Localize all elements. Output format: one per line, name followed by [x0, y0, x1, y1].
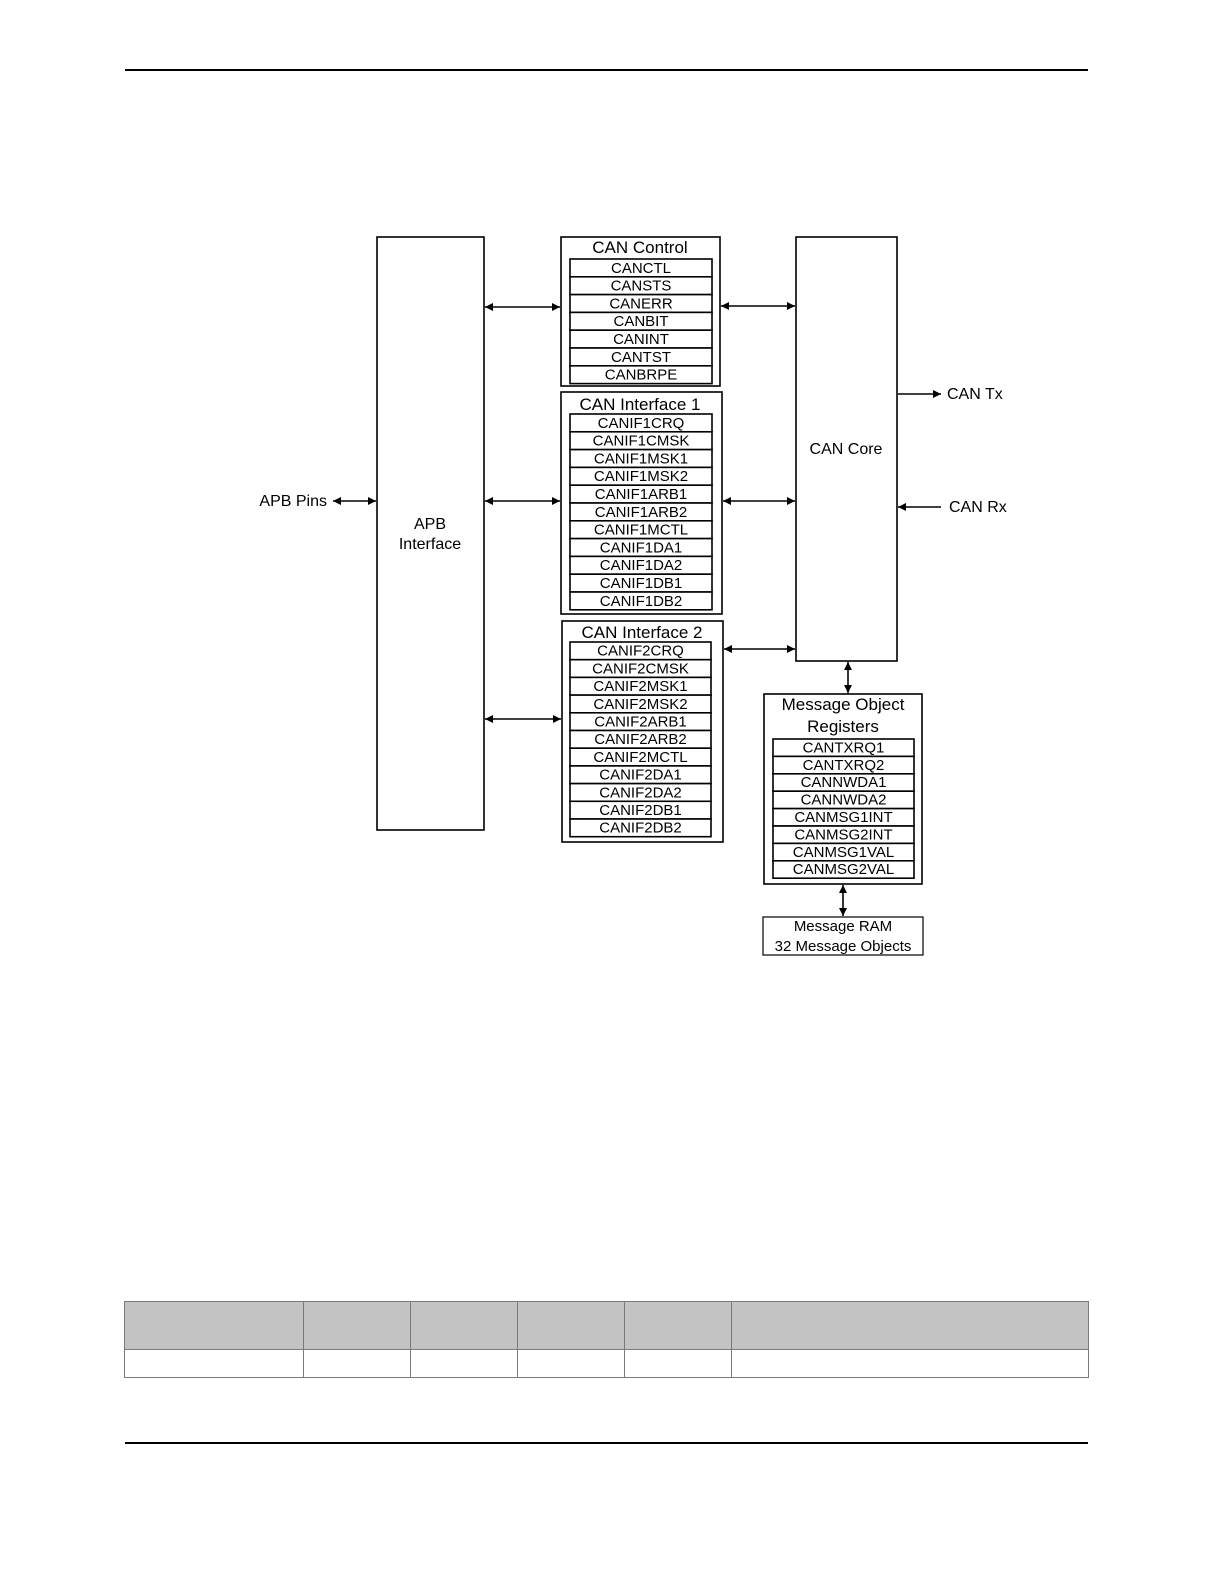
register-label: CANMSG2VAL	[793, 861, 894, 878]
register-label: CANIF1CRQ	[598, 415, 685, 432]
register-cell	[772, 859, 915, 879]
apb-interface-block	[376, 236, 485, 831]
can-core-label: CAN Core	[810, 441, 883, 458]
apb-pins-label: APB Pins	[259, 493, 327, 510]
can-block-diagram: APB Interface APB Pins CAN Core CAN Tx C…	[259, 236, 1007, 956]
register-label: CANINT	[613, 331, 669, 348]
register-cell	[569, 591, 713, 611]
can-interface-1-group: CAN Interface 1 CANIF1CRQCANIF1CMSKCANIF…	[560, 391, 723, 615]
register-label: CANIF2ARB2	[594, 731, 687, 748]
table-header-cell	[624, 1301, 732, 1350]
can-core-block	[795, 236, 898, 662]
register-cell	[569, 818, 712, 838]
table-cell	[624, 1349, 732, 1378]
register-cell	[569, 364, 713, 385]
apb-interface-label-line2: Interface	[399, 536, 461, 553]
register-label: CANIF2ARB1	[594, 714, 687, 731]
register-label: CANERR	[609, 295, 673, 312]
can-control-group: CAN Control CANCTLCANSTSCANERRCANBITCANI…	[560, 236, 721, 387]
register-label: CANIF1MSK1	[594, 450, 688, 467]
table-header-row	[124, 1301, 1089, 1350]
register-label: CANIF2MSK1	[593, 678, 687, 695]
table-row	[124, 1349, 1089, 1378]
register-label: CANIF1DA2	[600, 557, 683, 574]
message-object-title-line1: Message Object	[782, 695, 905, 714]
register-label: CANMSG1VAL	[793, 844, 894, 861]
table-header-cell	[410, 1301, 518, 1350]
register-label: CANBRPE	[605, 367, 678, 384]
message-ram-block	[762, 916, 924, 956]
register-label: CANIF1DB1	[600, 575, 683, 592]
can-tx-label: CAN Tx	[947, 386, 1003, 403]
register-label: CANIF1ARB1	[595, 486, 688, 503]
register-label: CANIF2MSK2	[593, 696, 687, 713]
header-rule	[125, 69, 1088, 71]
register-label: CANSTS	[611, 278, 672, 295]
register-label: CANBIT	[613, 313, 668, 330]
register-label: CANMSG1INT	[794, 809, 892, 826]
message-object-title-line2: Registers	[807, 717, 879, 736]
register-table	[124, 1301, 1089, 1378]
table-cell	[410, 1349, 518, 1378]
register-label: CANMSG2INT	[794, 826, 892, 843]
table-cell	[731, 1349, 1089, 1378]
register-label: CANTXRQ2	[803, 757, 885, 774]
register-label: CANIF1ARB2	[595, 504, 688, 521]
register-label: CANIF2DB2	[599, 820, 682, 837]
register-label: CANIF1MCTL	[594, 522, 688, 539]
register-label: CANIF1DA1	[600, 539, 683, 556]
register-label: CANCTL	[611, 260, 671, 277]
register-label: CANNWDA2	[801, 792, 887, 809]
register-label: CANTST	[611, 349, 671, 366]
can-control-title: CAN Control	[592, 238, 687, 257]
register-label: CANNWDA1	[801, 774, 887, 791]
table-header-cell	[124, 1301, 304, 1350]
register-label: CANIF2DB1	[599, 802, 682, 819]
can-interface-2-group: CAN Interface 2 CANIF2CRQCANIF2CMSKCANIF…	[561, 620, 724, 843]
table-header-cell	[731, 1301, 1089, 1350]
can-interface-2-title: CAN Interface 2	[582, 623, 703, 642]
register-label: CANIF2CRQ	[597, 643, 684, 660]
register-label: CANIF2CMSK	[592, 660, 689, 677]
table-header-cell	[517, 1301, 625, 1350]
register-label: CANIF2DA2	[599, 784, 682, 801]
apb-interface-label-line1: APB	[414, 516, 446, 533]
message-object-registers-group: Message Object Registers CANTXRQ1CANTXRQ…	[763, 693, 923, 885]
message-ram-label-line1: Message RAM	[794, 918, 892, 935]
can-interface-1-title: CAN Interface 1	[580, 395, 701, 414]
register-label: CANTXRQ1	[803, 739, 885, 756]
table-cell	[517, 1349, 625, 1378]
register-label: CANIF1CMSK	[593, 433, 690, 450]
register-label: CANIF1MSK2	[594, 468, 688, 485]
table-cell	[303, 1349, 411, 1378]
register-label: CANIF2MCTL	[593, 749, 687, 766]
table-cell	[124, 1349, 304, 1378]
message-ram-label-line2: 32 Message Objects	[775, 938, 912, 955]
footer-rule	[125, 1442, 1088, 1444]
table-header-cell	[303, 1301, 411, 1350]
register-label: CANIF1DB2	[600, 593, 683, 610]
register-label: CANIF2DA1	[599, 767, 682, 784]
can-rx-label: CAN Rx	[949, 499, 1007, 516]
